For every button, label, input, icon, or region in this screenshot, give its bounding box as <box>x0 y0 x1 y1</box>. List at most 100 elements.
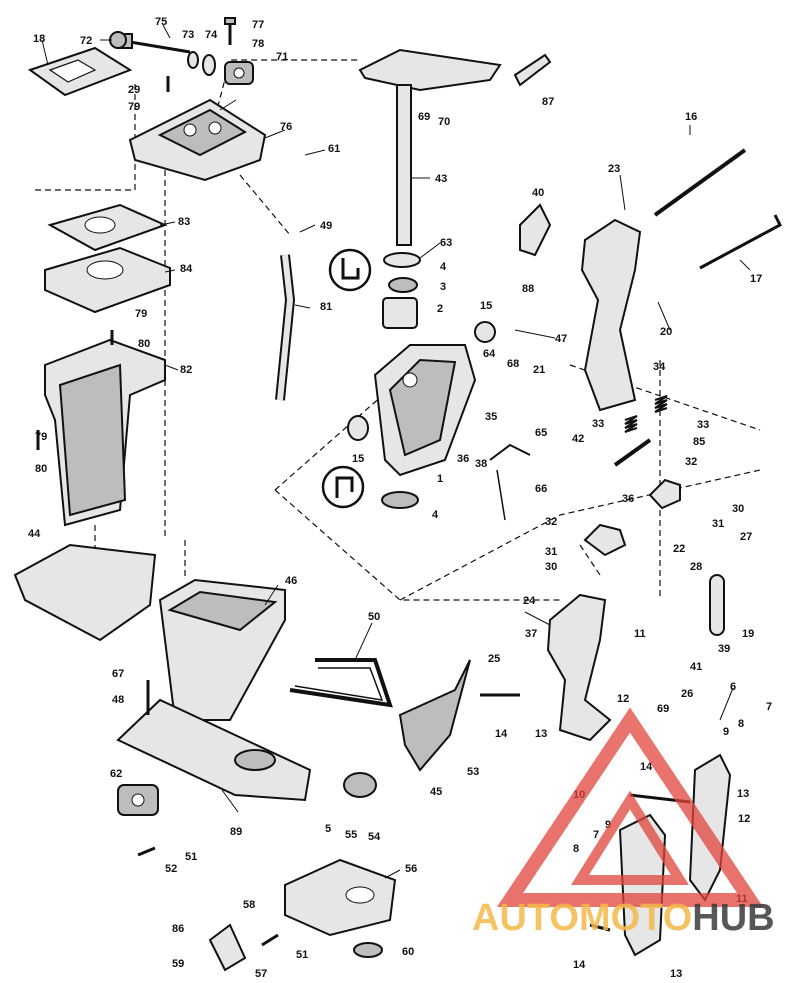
callout-37: 37 <box>525 628 537 640</box>
callout-26: 26 <box>681 688 693 700</box>
adapter-plate-84 <box>44 246 171 314</box>
callout-69-bottom: 69 <box>657 703 669 715</box>
callout-36-right: 36 <box>622 493 634 505</box>
callout-75: 75 <box>155 16 167 28</box>
callout-6: 6 <box>730 681 736 693</box>
callout-60: 60 <box>402 946 414 958</box>
callout-18: 18 <box>33 33 45 45</box>
callout-13-right: 13 <box>737 788 749 800</box>
callout-48: 48 <box>112 694 124 706</box>
callout-33-right: 33 <box>697 419 709 431</box>
lower-pan-89 <box>116 698 312 802</box>
callout-68: 68 <box>507 358 519 370</box>
callout-73: 73 <box>182 29 194 41</box>
ring-60 <box>353 942 383 958</box>
callout-76: 76 <box>280 121 292 133</box>
callout-12-top: 12 <box>617 693 629 705</box>
callout-20: 20 <box>660 326 672 338</box>
bolt-80 <box>36 330 114 450</box>
callout-79-top: 79 <box>128 101 140 113</box>
callout-14-mid: 14 <box>640 761 653 773</box>
washer-63 <box>383 252 421 268</box>
callout-3: 3 <box>440 281 446 293</box>
callout-5: 5 <box>325 823 331 835</box>
rod-16 <box>653 148 747 217</box>
lever-85 <box>613 438 652 467</box>
callout-64: 64 <box>483 348 496 360</box>
rod-17 <box>699 214 782 270</box>
callout-89: 89 <box>230 826 242 838</box>
callout-4-bottom: 4 <box>432 509 439 521</box>
cover-45 <box>398 659 471 772</box>
bracket-62 <box>117 784 159 816</box>
callout-54: 54 <box>368 831 381 843</box>
callout-59: 59 <box>172 958 184 970</box>
callout-30-left: 30 <box>545 561 557 573</box>
callout-9-left: 9 <box>605 819 611 831</box>
spring-33-left <box>624 415 638 433</box>
callout-40: 40 <box>532 187 544 199</box>
callout-9-right: 9 <box>723 726 729 738</box>
callout-19: 19 <box>742 628 754 640</box>
screw-77 <box>224 17 236 45</box>
callout-50: 50 <box>368 611 380 623</box>
lower-bracket-56 <box>284 858 397 937</box>
midsection-46 <box>158 578 286 721</box>
callout-53: 53 <box>467 766 479 778</box>
callout-63: 63 <box>440 237 452 249</box>
washer-73-74 <box>187 51 216 76</box>
link-65 <box>489 443 531 521</box>
callout-38: 38 <box>475 458 487 470</box>
arrow-icon-upper <box>328 248 372 292</box>
callout-80-mid: 80 <box>138 338 150 350</box>
seal-strip-50 <box>289 658 393 708</box>
callout-8-left: 8 <box>573 843 579 855</box>
watermark-auto: AUTO <box>472 897 579 939</box>
callout-35: 35 <box>485 411 497 423</box>
callout-7-left: 7 <box>593 829 599 841</box>
bushing-3 <box>388 277 418 293</box>
callout-32-right: 32 <box>685 456 697 468</box>
washer-15 <box>347 321 496 441</box>
callout-43: 43 <box>435 173 447 185</box>
steering-bracket-87 <box>513 53 552 87</box>
callout-14-top: 14 <box>495 728 508 740</box>
callout-72: 72 <box>80 35 92 47</box>
callout-62: 62 <box>110 768 122 780</box>
swivel-bracket-1 <box>373 344 477 477</box>
callout-61: 61 <box>328 143 340 155</box>
callout-78: 78 <box>252 38 264 50</box>
callout-83: 83 <box>178 216 190 228</box>
callout-67: 67 <box>112 668 124 680</box>
callout-39: 39 <box>718 643 730 655</box>
callout-42: 42 <box>572 433 584 445</box>
callout-4-top: 4 <box>440 261 447 273</box>
callout-29: 29 <box>128 84 140 96</box>
callout-51-top: 51 <box>185 851 197 863</box>
callout-79-mid: 79 <box>135 308 147 320</box>
cover-44 <box>13 543 157 642</box>
screw-57 <box>261 933 279 947</box>
bushing-4 <box>381 491 419 509</box>
callout-69-top: 69 <box>418 111 430 123</box>
callout-66: 66 <box>535 483 547 495</box>
callout-21: 21 <box>533 364 545 376</box>
gasket-18 <box>27 46 133 97</box>
arrow-icon-lower <box>321 465 365 509</box>
callout-77: 77 <box>252 19 264 31</box>
clip-22 <box>583 478 681 557</box>
stern-bracket-24 <box>546 593 612 742</box>
plate-86 <box>208 923 247 972</box>
callout-45: 45 <box>430 786 442 798</box>
callout-41: 41 <box>690 661 702 673</box>
callout-32-left: 32 <box>545 516 557 528</box>
watermark-text: AUTOMOTOHUB <box>472 897 775 939</box>
callout-82: 82 <box>180 364 192 376</box>
steering-arm-43 <box>358 48 502 246</box>
spring-33-right <box>654 395 668 413</box>
callout-51-bottom: 51 <box>296 949 308 961</box>
exhaust-housing-82 <box>44 338 166 527</box>
callout-56: 56 <box>405 863 417 875</box>
callout-52: 52 <box>165 863 177 875</box>
